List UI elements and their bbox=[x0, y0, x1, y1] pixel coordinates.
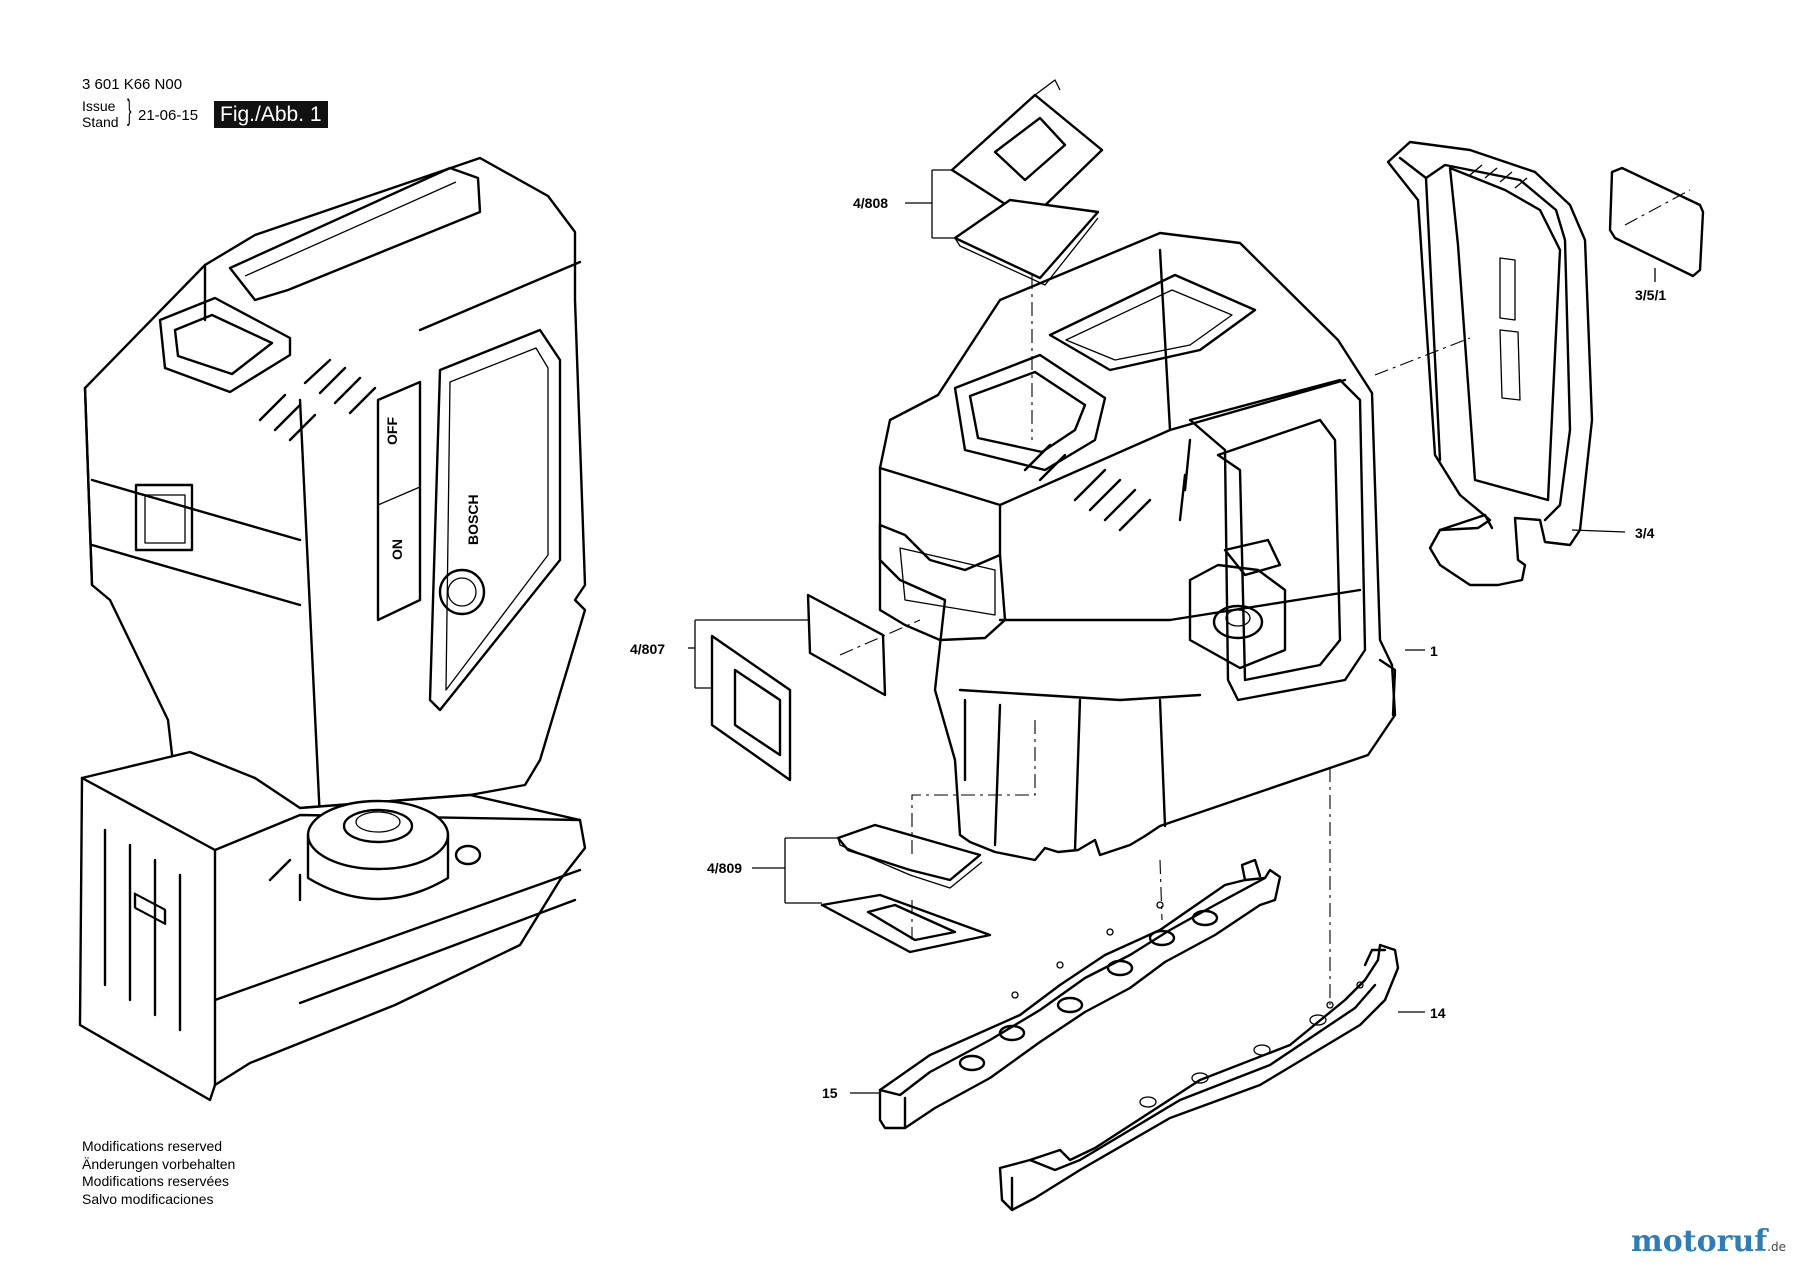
callout-3-4: 3/4 bbox=[1635, 525, 1655, 541]
note-line: Änderungen vorbehalten bbox=[82, 1155, 236, 1172]
figure-label: Fig./Abb. 1 bbox=[214, 101, 328, 128]
note-line: Modifications reservées bbox=[82, 1173, 230, 1189]
watermark-text: motoruf bbox=[1631, 1224, 1768, 1259]
part-15-rail bbox=[878, 858, 1282, 1130]
watermark-logo: motoruf.de bbox=[1631, 1224, 1786, 1259]
note-line: Salvo modificaciones bbox=[82, 1190, 214, 1207]
off-label: OFF bbox=[384, 417, 400, 445]
callout-3-5-1: 3/5/1 bbox=[1635, 287, 1666, 303]
callout-1: 1 bbox=[1430, 643, 1438, 659]
issue-date: 21-06-15 bbox=[138, 107, 199, 124]
issue-label: Issue Stand bbox=[82, 98, 119, 130]
assembled-laser-device: OFF ON BOSCH bbox=[78, 156, 587, 1102]
callout-15: 15 bbox=[822, 1085, 838, 1101]
assembly-axes bbox=[839, 189, 1691, 1005]
callout-leaders bbox=[688, 169, 1656, 1094]
note-line: Modifications reserved bbox=[82, 1138, 223, 1154]
modification-notes: Modifications reserved Änderungen vorbeh… bbox=[82, 1138, 235, 1208]
part-3-5-1-label bbox=[1608, 166, 1705, 278]
housing-part-1 bbox=[878, 231, 1397, 862]
callout-4-808: 4/808 bbox=[853, 195, 888, 211]
callout-labels: 4/808 3/5/1 3/4 1 4/807 4/809 14 15 bbox=[630, 195, 1666, 1101]
part-number: 3 601 K66 N00 bbox=[82, 76, 183, 93]
part-3-4-holder bbox=[1386, 140, 1594, 587]
brand-logo-text: BOSCH bbox=[465, 494, 481, 545]
issue-brace: } bbox=[127, 94, 132, 127]
part-4-808 bbox=[950, 79, 1104, 286]
callout-14: 14 bbox=[1430, 1005, 1446, 1021]
on-label: ON bbox=[389, 539, 405, 560]
part-4-809 bbox=[820, 823, 992, 954]
part-14-rail bbox=[998, 943, 1400, 1212]
part-4-807 bbox=[710, 593, 887, 782]
callout-4-807: 4/807 bbox=[630, 641, 665, 657]
watermark-suffix: .de bbox=[1767, 1240, 1786, 1254]
callout-4-809: 4/809 bbox=[707, 860, 742, 876]
